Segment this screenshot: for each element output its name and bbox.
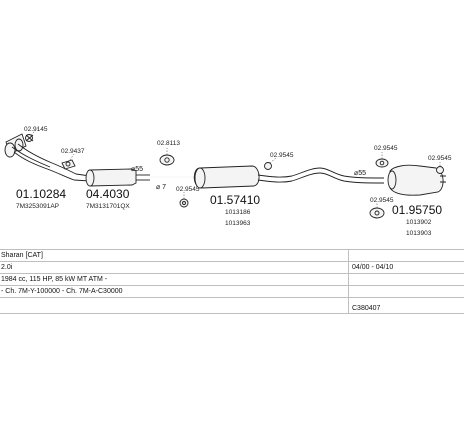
rear-clamp-b[interactable] [369, 203, 385, 219]
front-clamp[interactable] [25, 127, 39, 142]
cat-clamp[interactable] [159, 148, 175, 166]
row-catalog-code: C380407 [352, 305, 381, 312]
table-row: - Ch. 7M-Y-100000 - Ch. 7M-A-C30000 [0, 286, 464, 298]
row-model: Sharan [CAT] [1, 252, 43, 259]
dimension-2: ⌀ 7 [156, 184, 166, 191]
rear-clamp-b-number: 02.9545 [370, 197, 394, 204]
front-pipe[interactable] [4, 133, 77, 181]
row-chassis: - Ch. 7M-Y-100000 - Ch. 7M-A-C30000 [1, 288, 123, 295]
front-clamp-number: 02.9145 [24, 126, 48, 133]
rear-hanger[interactable] [436, 162, 444, 174]
row-spec: 1984 cc, 115 HP, 85 kW MT ATM - [1, 276, 108, 283]
middle-box-oem-2: 1013963 [225, 220, 251, 227]
middle-box-oem-1: 1013186 [225, 209, 251, 216]
row-engine: 2.0i [1, 264, 13, 271]
table-row: 1984 cc, 115 HP, 85 kW MT ATM - [0, 274, 464, 286]
rear-box-oem-2: 1013903 [406, 230, 432, 237]
middle-hanger[interactable] [264, 157, 277, 170]
front-pipe-oem: 7M3253091AP [16, 203, 59, 210]
middle-box-number: 01.57410 [210, 193, 260, 207]
rear-box-oem-1: 1013902 [406, 219, 432, 226]
front-gasket[interactable] [61, 153, 76, 170]
cat-clamp-number: 02.8113 [157, 140, 180, 147]
table-column-divider [348, 249, 349, 314]
front-gasket-number: 02.9437 [61, 148, 85, 155]
dimension-3: ⌀55 [354, 170, 366, 177]
rear-box[interactable] [387, 164, 446, 196]
middle-box[interactable] [193, 165, 293, 189]
rear-pipe[interactable] [291, 167, 385, 184]
row-date-range: 04/00 - 04/10 [352, 264, 394, 271]
rear-hanger-number: 02.9545 [428, 155, 452, 162]
table-row: 2.0i 04/00 - 04/10 [0, 262, 464, 274]
middle-hanger-number: 02.9545 [270, 152, 294, 159]
catalyst[interactable] [73, 168, 150, 187]
rear-box-number: 01.95750 [392, 203, 442, 217]
cat-hanger[interactable] [179, 192, 189, 208]
catalyst-oem: 7M3131701QX [86, 203, 130, 210]
table-row: C380407 [0, 298, 464, 314]
rear-clamp-a[interactable] [375, 152, 389, 168]
table-row: Sharan [CAT] [0, 249, 464, 262]
dimension-1: ⌀55 [131, 166, 143, 173]
catalyst-number: 04.4030 [86, 187, 130, 201]
front-pipe-number: 01.10284 [16, 187, 66, 201]
vehicle-table: Sharan [CAT] 2.0i 04/00 - 04/10 1984 cc,… [0, 249, 464, 314]
rear-clamp-a-number: 02.9545 [374, 145, 398, 152]
cat-hanger-number: 02.9545 [176, 186, 200, 193]
